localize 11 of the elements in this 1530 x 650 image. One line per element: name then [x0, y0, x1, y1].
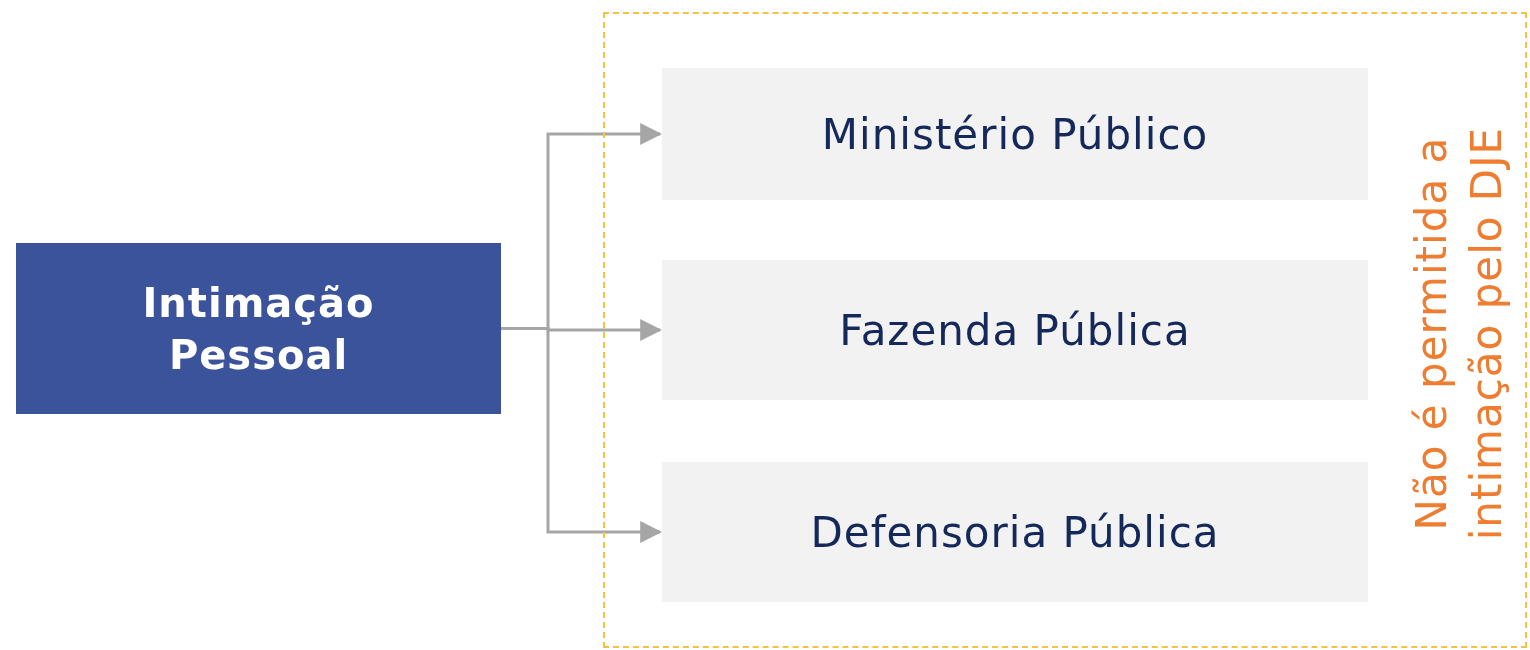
box-label: Fazenda Pública [839, 305, 1191, 355]
vertical-note: Não é permitida a intimação pelo DJE [1406, 126, 1512, 543]
box-label: Intimação Pessoal [141, 278, 376, 380]
process-box [16, 243, 501, 414]
category-box [662, 260, 1368, 400]
arrow [501, 327, 663, 543]
box-label: Defensoria Pública [810, 507, 1220, 557]
category-box [662, 462, 1368, 602]
box-label: Ministério Público [821, 109, 1209, 159]
dashed-group-frame [603, 12, 1527, 648]
category-box [662, 68, 1368, 200]
